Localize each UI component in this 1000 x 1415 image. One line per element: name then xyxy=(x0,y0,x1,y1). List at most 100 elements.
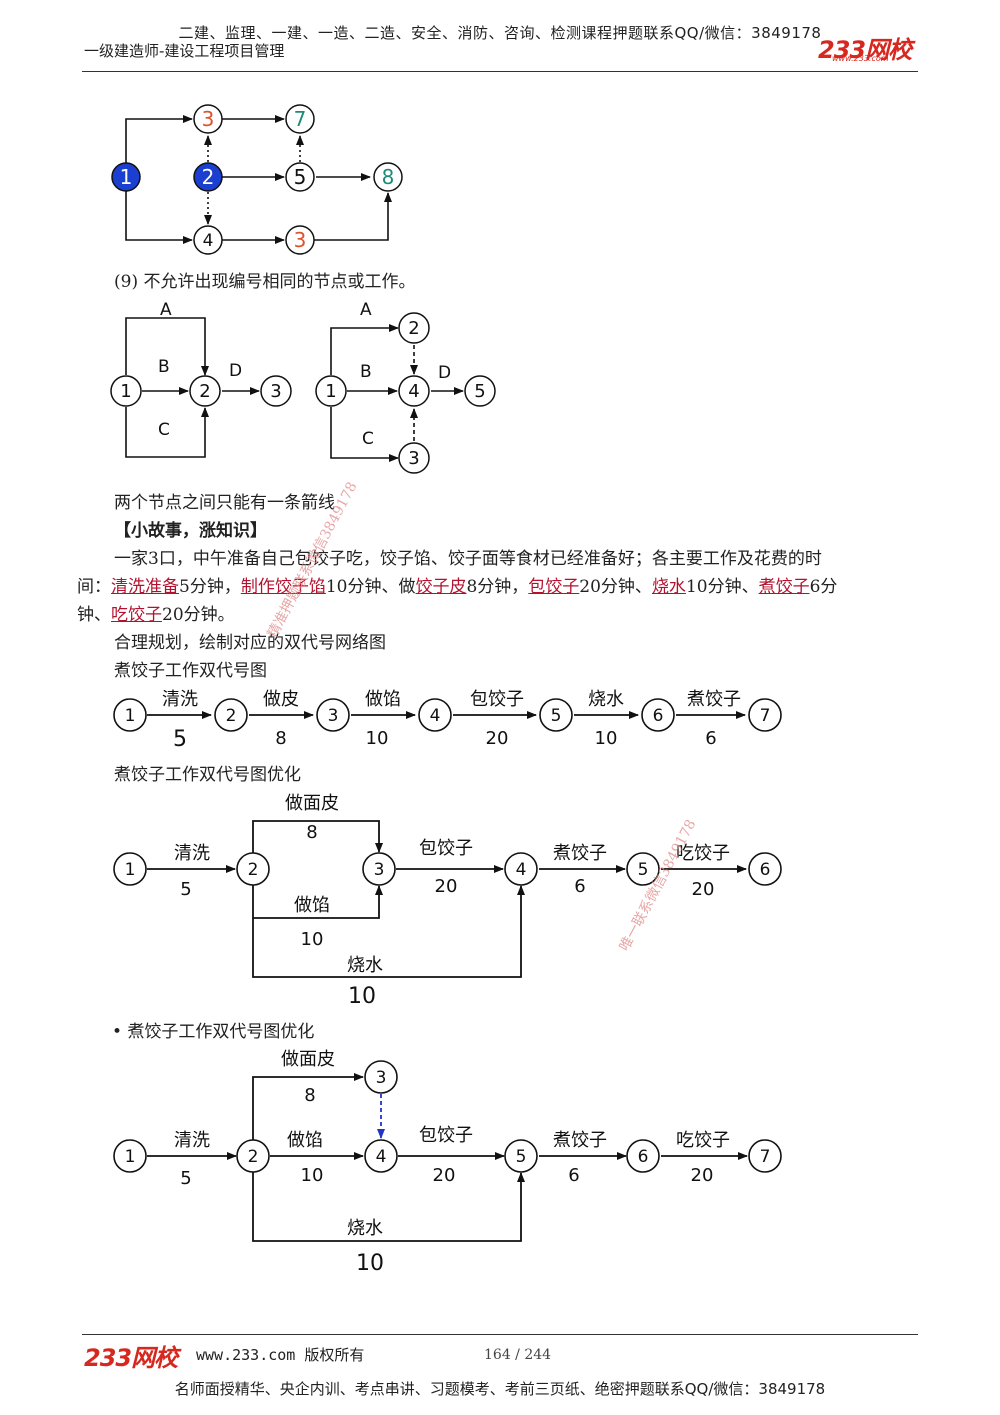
node-circle xyxy=(113,1139,147,1173)
arrow-label: B xyxy=(158,357,170,377)
node-circle xyxy=(285,162,315,192)
node-label: 1 xyxy=(125,1147,136,1167)
diagram-sequential-network: 清洗 做皮 做馅 包饺子 烧水 煮饺子 5 8 10 20 10 6 1 2 3… xyxy=(113,689,782,752)
node-circle xyxy=(748,698,782,732)
node-label: 2 xyxy=(202,165,215,189)
activity-label: 做馅 xyxy=(294,895,330,916)
node-circle xyxy=(641,698,675,732)
duration-label: 5 xyxy=(180,1168,191,1189)
node-circle xyxy=(260,375,292,407)
node-circle xyxy=(364,1139,398,1173)
node-label: 4 xyxy=(430,706,441,726)
node-label: 2 xyxy=(408,318,419,339)
duration-label: 10 xyxy=(595,728,618,749)
node-circle xyxy=(193,225,223,255)
node-circle xyxy=(373,162,403,192)
text: 10分钟、做 xyxy=(325,577,416,597)
duration-label: 20 xyxy=(692,879,715,900)
bullet-icon: • xyxy=(112,1022,128,1042)
paragraph-story-line1: 一家3口，中午准备自己包饺子吃，饺子馅、饺子面等食材已经准备好；各主要工作及花费… xyxy=(114,549,822,569)
duration-label: 6 xyxy=(705,728,716,749)
text: 间： xyxy=(77,577,111,597)
header-rule xyxy=(82,71,918,72)
diagram-optimized-network-1: 清洗 做面皮 做馅 包饺子 煮饺子 吃饺子 烧水 5 8 10 20 6 20 … xyxy=(113,793,782,1009)
activity-label: 做皮 xyxy=(263,689,299,710)
node-label: 5 xyxy=(474,381,485,402)
activity-label: 包饺子 xyxy=(470,689,524,710)
node-circle xyxy=(193,162,223,192)
duration-label: 10 xyxy=(301,1165,324,1186)
node-label: 7 xyxy=(760,1147,771,1167)
duration-label: 5 xyxy=(180,879,191,900)
node-label: 1 xyxy=(120,165,133,189)
duration-label: 20 xyxy=(486,728,509,749)
text: 8分钟， xyxy=(466,577,529,597)
diagram-duplicate-arrows: A B C D A B C D 1 2 3 1 2 3 4 5 xyxy=(110,300,496,474)
duration-label: 8 xyxy=(275,728,286,749)
node-label: 6 xyxy=(638,1147,649,1167)
text: 5分钟， xyxy=(179,577,241,597)
keyword-wrapper: 饺子皮 xyxy=(415,577,467,597)
activity-label: 吃饺子 xyxy=(676,1130,730,1151)
header-subtitle: 一级建造师-建设工程项目管理 xyxy=(84,42,285,60)
node-label: 3 xyxy=(270,381,281,402)
activity-label: 做馅 xyxy=(365,689,401,710)
node-circle xyxy=(285,225,315,255)
text: 20分钟、 xyxy=(579,577,652,597)
arrow-label: A xyxy=(160,300,172,320)
activity-label: 清洗 xyxy=(174,843,210,864)
node-circle xyxy=(362,852,396,886)
activity-label: 做面皮 xyxy=(285,793,339,814)
rule-9-text: (9) 不允许出现编号相同的节点或工作。 xyxy=(114,272,416,292)
node-circle xyxy=(398,375,430,407)
paragraph-story-line3: 钟、吃饺子20分钟。 xyxy=(77,600,235,625)
node-circle xyxy=(189,375,221,407)
node-circle xyxy=(236,1139,270,1173)
duration-label: 8 xyxy=(304,1085,315,1106)
keyword-eat: 吃饺子 xyxy=(111,605,162,625)
caption-diagram3: 煮饺子工作双代号图 xyxy=(114,661,267,681)
activity-label: 煮饺子 xyxy=(687,689,741,710)
node-label: 5 xyxy=(516,1147,527,1167)
node-circle xyxy=(539,698,573,732)
keyword-boil-water: 烧水 xyxy=(651,577,686,597)
diagram-numbering-example: 1 3 7 2 5 8 4 3 xyxy=(111,104,403,255)
node-label: 4 xyxy=(203,231,214,251)
text: 钟、 xyxy=(77,605,111,625)
text: 6分 xyxy=(809,577,838,597)
arrow-label: D xyxy=(229,361,242,381)
node-label: 4 xyxy=(516,860,527,880)
node-label: 7 xyxy=(760,706,771,726)
activity-label: 烧水 xyxy=(347,955,383,976)
node-label: 2 xyxy=(248,1147,259,1167)
activity-label: 包饺子 xyxy=(419,1125,473,1146)
node-circle xyxy=(364,1060,398,1094)
text: 10分钟、 xyxy=(685,577,759,597)
activity-label: 烧水 xyxy=(588,689,624,710)
node-circle xyxy=(504,1139,538,1173)
paragraph-story-line2: 间：清洗准备5分钟，制作饺子馅10分钟、做饺子皮8分钟，包饺子20分钟、烧水10… xyxy=(77,572,837,597)
arrow-label: B xyxy=(360,362,372,382)
paragraph-plan: 合理规划，绘制对应的双代号网络图 xyxy=(114,633,386,653)
duration-label: 6 xyxy=(574,876,585,897)
duration-label: 20 xyxy=(691,1165,714,1186)
node-label: 5 xyxy=(294,165,307,189)
duration-label: 10 xyxy=(366,728,389,749)
node-circle xyxy=(316,698,350,732)
node-label: 3 xyxy=(408,448,419,469)
duration-label: 5 xyxy=(173,727,187,752)
header-logo-url: www.233.com xyxy=(832,54,889,63)
activity-label: 煮饺子 xyxy=(553,843,607,864)
node-label: 1 xyxy=(125,860,136,880)
node-label: 4 xyxy=(408,381,419,402)
node-label: 1 xyxy=(125,706,136,726)
arrow-label: C xyxy=(158,420,170,440)
node-label: 3 xyxy=(376,1068,387,1088)
node-label: 6 xyxy=(760,860,771,880)
node-label: 4 xyxy=(376,1147,387,1167)
node-circle xyxy=(748,852,782,886)
text: 20分钟。 xyxy=(162,605,235,625)
duration-label: 10 xyxy=(356,1251,384,1276)
duration-label: 8 xyxy=(306,822,317,843)
paragraph-one-arrow-rule: 两个节点之间只能有一条箭线 xyxy=(114,493,335,513)
